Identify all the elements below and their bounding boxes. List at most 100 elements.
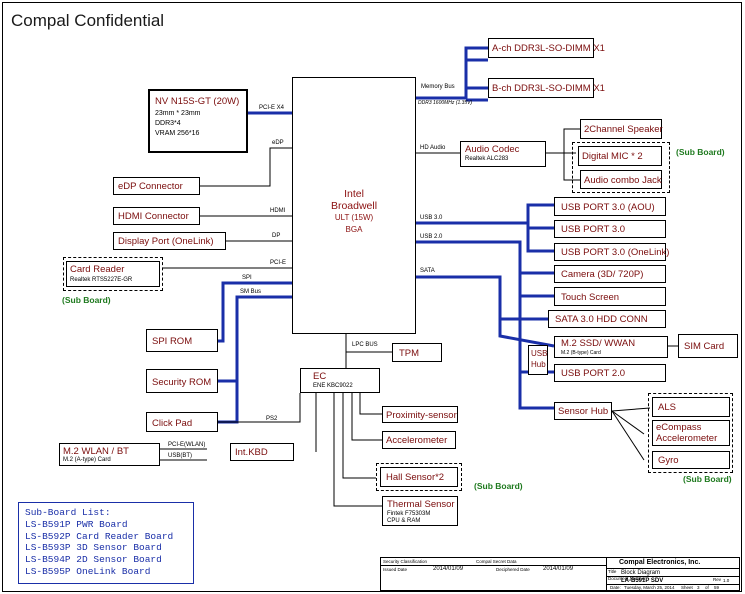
sublist-heading: Sub-Board List:	[25, 507, 111, 518]
ec: EC ENE KBC9022	[300, 368, 380, 393]
sublist-item: LS-B595P OneLink Board	[25, 565, 151, 577]
sim-card-label: SIM Card	[684, 341, 725, 352]
sig-lpc: LPC BUS	[352, 342, 378, 348]
card-reader: Card Reader Realtek RTS5227E-GR	[66, 261, 160, 287]
usb20-wire	[416, 240, 554, 410]
sig-usb30: USB 3.0	[420, 215, 443, 221]
mem-bus-wire	[416, 46, 488, 100]
hall-sub-board: (Sub Board)	[474, 481, 523, 491]
card-reader-subboard	[63, 257, 163, 291]
audio-codec-sub: Realtek ALC283	[465, 156, 509, 162]
dimm-a: A-ch DDR3L-SO-DIMM X1	[488, 38, 605, 58]
int-kbd-label: Int.KBD	[235, 447, 268, 458]
sublist-item: LS-B592P Card Reader Board	[25, 530, 174, 542]
usb-port-aou: USB PORT 3.0 (AOU)	[554, 197, 666, 216]
thermal-sensor: Thermal Sensor Fintek F75303M CPU & RAM	[382, 496, 458, 526]
sensor-sub-board: (Sub Board)	[683, 474, 732, 484]
als: ALS	[652, 397, 730, 417]
cpu-line4: BGA	[345, 225, 363, 234]
page-title: Compal Confidential	[11, 11, 165, 30]
accelerometer-label: Accelerometer	[386, 435, 448, 446]
tb-docnum: LA-B591P SDV	[621, 578, 664, 584]
ec-accel	[351, 393, 382, 441]
mem-bus-wire-b	[464, 86, 488, 98]
sata-hdd-label: SATA 3.0 HDD CONN	[555, 314, 648, 325]
spi-wire	[218, 281, 292, 343]
ec-prox	[359, 393, 382, 415]
hall-sensor: Hall Sensor*2	[380, 467, 458, 487]
speaker-label: 2Channel Speaker	[584, 124, 663, 135]
usb-port-20: USB PORT 2.0	[554, 364, 666, 382]
m2-ssd: M.2 SSD/ WWAN M.2 (B-type) Card	[554, 336, 668, 358]
sig-usb20: USB 2.0	[420, 234, 443, 240]
usb-port-20-label: USB PORT 2.0	[561, 368, 626, 379]
sig-ps2: PS2	[266, 416, 278, 422]
tb-doc: Block Diagram	[621, 570, 661, 576]
cpu-box: Intel Broadwell ULT (15W) BGA	[292, 77, 416, 334]
audio-jack: Audio combo Jack	[580, 170, 662, 189]
sig-hdmi: HDMI	[270, 208, 286, 214]
usb-port-30: USB PORT 3.0	[554, 220, 666, 238]
dp-connector: Display Port (OneLink)	[113, 232, 226, 250]
touch-screen-label: Touch Screen	[561, 292, 620, 303]
camera-label: Camera (3D/ 720P)	[561, 269, 644, 280]
ecompass: eCompass Accelerometer	[652, 420, 730, 446]
tb-rev: Rev	[713, 577, 722, 582]
digital-mic: Digital MIC * 2	[578, 146, 662, 166]
sublist-item: LS-B593P 3D Sensor Board	[25, 542, 162, 554]
usb-port-30-label: USB PORT 3.0	[561, 224, 626, 235]
sensor-hub-als	[611, 407, 651, 412]
tb-decipher: Deciphered Date	[496, 567, 530, 572]
gyro-label: Gyro	[658, 455, 679, 466]
m2-ssd-label: M.2 SSD/ WWAN	[561, 338, 636, 349]
usb-port-aou-label: USB PORT 3.0 (AOU)	[561, 202, 655, 213]
sub-board-list: Sub-Board List: LS-B591P PWR Board LS-B5…	[18, 502, 194, 584]
ec-hall	[342, 393, 376, 479]
sig-pcie: PCI-E	[270, 260, 287, 266]
tb-company: Compal Electronics, Inc.	[619, 559, 701, 566]
proximity-sensor: Proximity-sensor	[382, 406, 458, 423]
proximity-label: Proximity-sensor	[386, 410, 457, 421]
click-pad-label: Click Pad	[152, 418, 193, 429]
touch-screen: Touch Screen	[554, 287, 666, 306]
audio-codec-label: Audio Codec	[465, 144, 520, 155]
tb-decipher-val: 2014/01/09	[543, 566, 574, 572]
digital-mic-label: Digital MIC * 2	[582, 151, 643, 162]
edp-wire	[158, 147, 292, 187]
accelerometer: Accelerometer	[382, 431, 456, 449]
gpu-l3: VRAM 256*16	[155, 130, 200, 137]
audio-jack-label: Audio combo Jack	[584, 175, 662, 186]
dp-connector-label: Display Port (OneLink)	[118, 236, 214, 247]
sata-wire	[416, 275, 554, 321]
dimm-b: B-ch DDR3L-SO-DIMM X1	[488, 78, 605, 98]
sensor-hub-ecompass	[611, 410, 645, 435]
camera: Camera (3D/ 720P)	[554, 265, 666, 283]
smbus-wire	[218, 295, 292, 424]
tb-docnum-label: Document Number	[608, 576, 646, 581]
tb-sheet-val: 3	[697, 585, 700, 590]
sublist-item: LS-B591P PWR Board	[25, 518, 128, 530]
sim-card: SIM Card	[678, 334, 738, 358]
tb-date-val: Tuesday, March 25, 2014	[624, 585, 675, 590]
sig-edp: eDP	[272, 140, 284, 146]
spi-rom: SPI ROM	[146, 329, 218, 352]
hdmi-connector-label: HDMI Connector	[118, 211, 189, 222]
audio-subboard	[572, 142, 670, 193]
edp-connector: eDP Connector	[113, 177, 200, 195]
m2-wlan-bt: M.2 WLAN / BT M.2 (A-type) Card	[59, 443, 160, 466]
tb-of-val: 59	[714, 585, 720, 590]
edp-connector-label: eDP Connector	[118, 181, 183, 192]
ecompass-label2: Accelerometer	[656, 433, 718, 444]
hall-subboard	[376, 463, 462, 491]
tb-rev-val: 1.0	[723, 578, 730, 583]
ecompass-label1: eCompass	[656, 422, 702, 433]
gpu-box: NV N15S-GT (20W) 23mm * 23mm DDR3*4 VRAM…	[148, 89, 248, 153]
m2-ssd-sub: M.2 (B-type) Card	[561, 350, 601, 356]
sig-dp: DP	[272, 233, 281, 239]
tb-secret: Compal Secret Data	[476, 559, 517, 564]
sensor-hub-label: Sensor Hub	[558, 406, 609, 417]
gpu-l1: 23mm * 23mm	[155, 110, 201, 117]
thermal-label: Thermal Sensor	[387, 499, 455, 510]
